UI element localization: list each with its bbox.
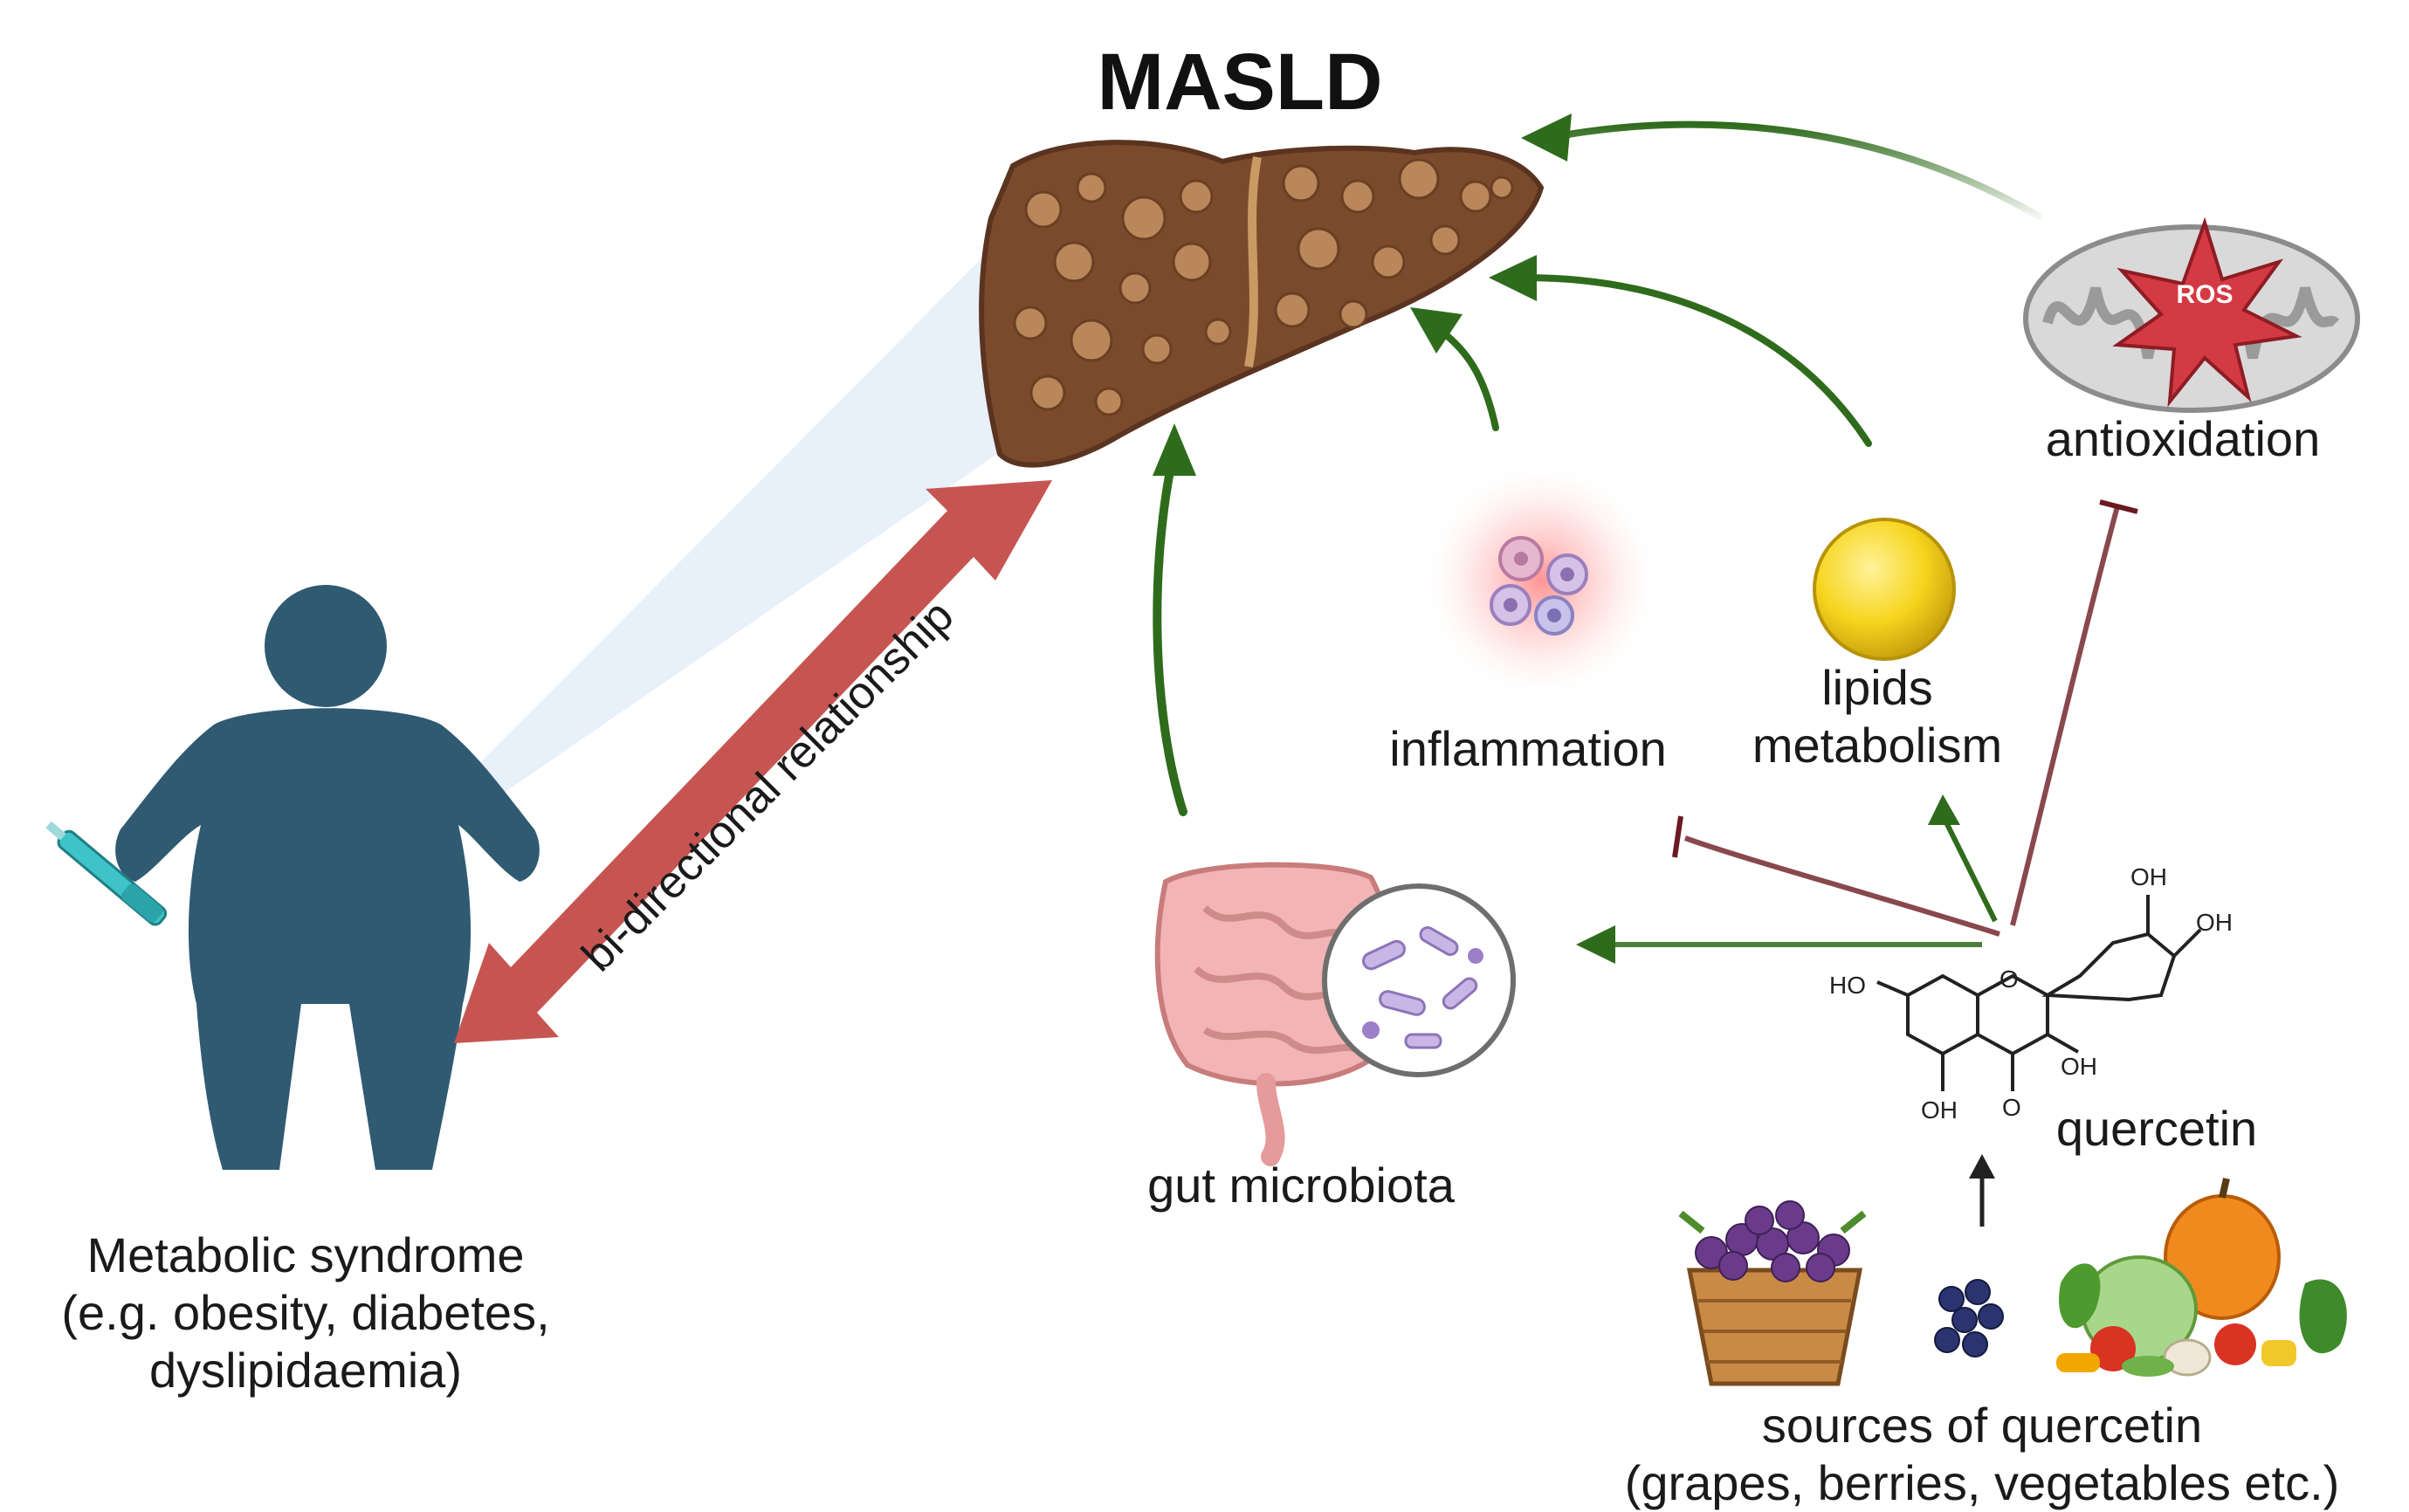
lipids-line-2: metabolism	[1752, 718, 2003, 773]
sources-line-2: (grapes, berries, vegetables etc.)	[1624, 1455, 2340, 1511]
oh-bottom-label: OH	[1921, 1096, 1958, 1124]
lipid-droplet-icon	[1813, 518, 1956, 661]
arrow-antioxidation-liver	[1559, 120, 2042, 220]
arrowheads-green	[1153, 113, 1960, 964]
ho-left-label: HO	[1829, 972, 1866, 999]
berries-icon	[1934, 1279, 2004, 1357]
liver-icon	[979, 140, 1545, 468]
promote-arrows	[1153, 120, 2042, 816]
bacteria-magnifier-icon	[1322, 883, 1516, 1077]
arrow-inflammation-liver	[1433, 324, 1499, 431]
inflammation-cells-icon	[1419, 458, 1663, 703]
oh-right-label: OH	[2196, 909, 2233, 936]
quercetin-structure-icon	[1876, 895, 2202, 1091]
inflammation-label: inflammation	[1389, 721, 1667, 776]
metabolic-syndrome-label: Metabolic syndrome (e.g. obesity, diabet…	[35, 1227, 576, 1399]
arrow-lipids-liver	[1520, 274, 1872, 447]
quercetin-label: quercetin	[2055, 1101, 2258, 1156]
inhibit-arrows	[1672, 499, 2138, 937]
metabolic-line-1: Metabolic syndrome	[86, 1227, 525, 1282]
arrow-gut-liver	[1153, 445, 1187, 816]
page-title: MASLD	[1097, 38, 1383, 127]
carbonyl-oxygen-label: O	[2002, 1094, 2021, 1121]
metabolic-line-2: (e.g. obesity, diabetes,	[61, 1285, 550, 1341]
gut-microbiota-label: gut microbiota	[1147, 1158, 1455, 1213]
ros-label: ROS	[2176, 280, 2233, 309]
antioxidation-label: antioxidation	[2045, 411, 2321, 466]
oh-mid-label: OH	[2061, 1053, 2097, 1080]
grape-basket-icon	[1678, 1200, 1867, 1386]
insulin-pen-icon	[45, 821, 168, 926]
arrow-quercetin-lipids	[1943, 819, 1998, 923]
sources-label: sources of quercetin (grapes, berries, v…	[1589, 1397, 2375, 1512]
lipids-line-1: lipids	[1821, 660, 1933, 715]
metabolic-line-3: dyslipidaemia)	[149, 1343, 462, 1399]
sources-line-1: sources of quercetin	[1761, 1398, 2203, 1453]
mitochondria-icon	[2023, 216, 2360, 413]
bidirectional-arrow	[454, 480, 1052, 1043]
arrowhead-sources	[1969, 1154, 1995, 1179]
ring-oxygen-label: O	[1999, 966, 2019, 993]
lipids-metabolism-label: lipids metabolism	[1711, 659, 2043, 774]
person-icon	[115, 585, 540, 1170]
vegetables-icon	[2056, 1178, 2347, 1377]
oh-top-label: OH	[2130, 863, 2167, 890]
zoom-beam	[336, 244, 1061, 908]
